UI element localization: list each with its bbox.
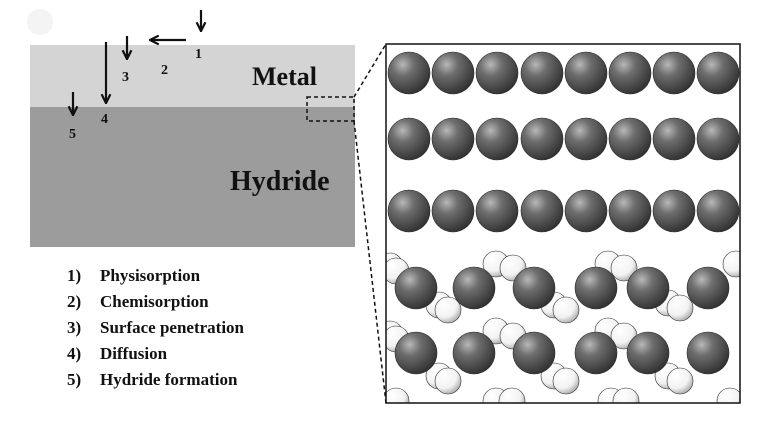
metal-atom [608, 189, 652, 233]
metal-atom [394, 331, 438, 375]
metal-atom [696, 189, 740, 233]
zoom-frame [385, 43, 741, 404]
metal-atom [652, 51, 696, 95]
step-3-number: 3 [122, 70, 129, 85]
metal-atom [431, 51, 475, 95]
legend-item-surface-penetration: 3) Surface penetration [67, 315, 244, 341]
legend-number: 4) [67, 344, 82, 363]
hydride-layer [30, 107, 355, 247]
zoom-line-bottom [353, 120, 387, 404]
legend-item-diffusion: 4) Diffusion [67, 341, 244, 367]
metal-atom [564, 51, 608, 95]
hydrogen-atom [434, 296, 462, 324]
metal-label: Metal [252, 62, 317, 91]
metal-atom [696, 117, 740, 161]
mechanism-steps-list: 1) Physisorption 2) Chemisorption 3) Surfac… [67, 263, 244, 393]
metal-atom [608, 51, 652, 95]
step-4-number: 4 [101, 112, 108, 127]
legend-item-hydride-formation: 5) Hydride formation [67, 367, 244, 393]
metal-atom [387, 189, 431, 233]
zoom-region-box [306, 96, 355, 122]
metal-atom [686, 331, 730, 375]
metal-atom [520, 189, 564, 233]
metal-atom [387, 117, 431, 161]
atoms-layer [386, 51, 740, 403]
metal-layer [30, 45, 355, 107]
step-5-number: 5 [69, 127, 76, 142]
legend-number: 1) [67, 266, 82, 285]
metal-atom [512, 266, 556, 310]
hydrogen-atom [498, 387, 526, 403]
metal-atom [387, 51, 431, 95]
step-1-number: 1 [195, 47, 202, 62]
legend-number: 3) [67, 318, 82, 337]
metal-atom [475, 189, 519, 233]
legend-number: 5) [67, 370, 82, 389]
metal-atom [608, 117, 652, 161]
metal-atom [475, 117, 519, 161]
metal-atom [574, 331, 618, 375]
metal-atom [520, 117, 564, 161]
hydrogen-atom [434, 367, 462, 395]
metal-atom [564, 189, 608, 233]
metal-atom [696, 51, 740, 95]
metal-atom [574, 266, 618, 310]
hydrogen-atom [610, 254, 638, 282]
metal-atom [520, 51, 564, 95]
metal-atom [652, 117, 696, 161]
hydrogen-atom [722, 250, 740, 278]
hydrogen-atom [552, 367, 580, 395]
legend-text: Hydride formation [100, 370, 238, 389]
hydrogen-atom [716, 387, 740, 403]
hydride-label: Hydride [230, 166, 330, 197]
metal-atom [452, 266, 496, 310]
hydrogen-atom [386, 387, 410, 403]
hydrogen-atom [666, 294, 694, 322]
hydrogen-atom [666, 367, 694, 395]
legend-item-physisorption: 1) Physisorption [67, 263, 244, 289]
legend-text: Diffusion [100, 344, 168, 363]
metal-atom [512, 331, 556, 375]
legend-text: Chemisorption [100, 292, 209, 311]
hydrogen-atom [552, 296, 580, 324]
metal-atom [452, 331, 496, 375]
metal-atom [475, 51, 519, 95]
metal-atom [626, 331, 670, 375]
metal-atom [652, 189, 696, 233]
metal-atom [626, 266, 670, 310]
metal-atom [564, 117, 608, 161]
corner-mark [27, 9, 53, 35]
atomic-structure-view [386, 44, 740, 403]
legend-text: Physisorption [100, 266, 201, 285]
metal-atom [686, 266, 730, 310]
legend-item-chemisorption: 2) Chemisorption [67, 289, 244, 315]
zoom-line-top [353, 43, 387, 98]
legend-number: 2) [67, 292, 82, 311]
metal-atom [431, 117, 475, 161]
metal-atom [431, 189, 475, 233]
legend-text: Surface penetration [100, 318, 245, 337]
metal-atom [394, 266, 438, 310]
step-2-number: 2 [161, 63, 168, 78]
hydrogen-atom [612, 387, 640, 403]
